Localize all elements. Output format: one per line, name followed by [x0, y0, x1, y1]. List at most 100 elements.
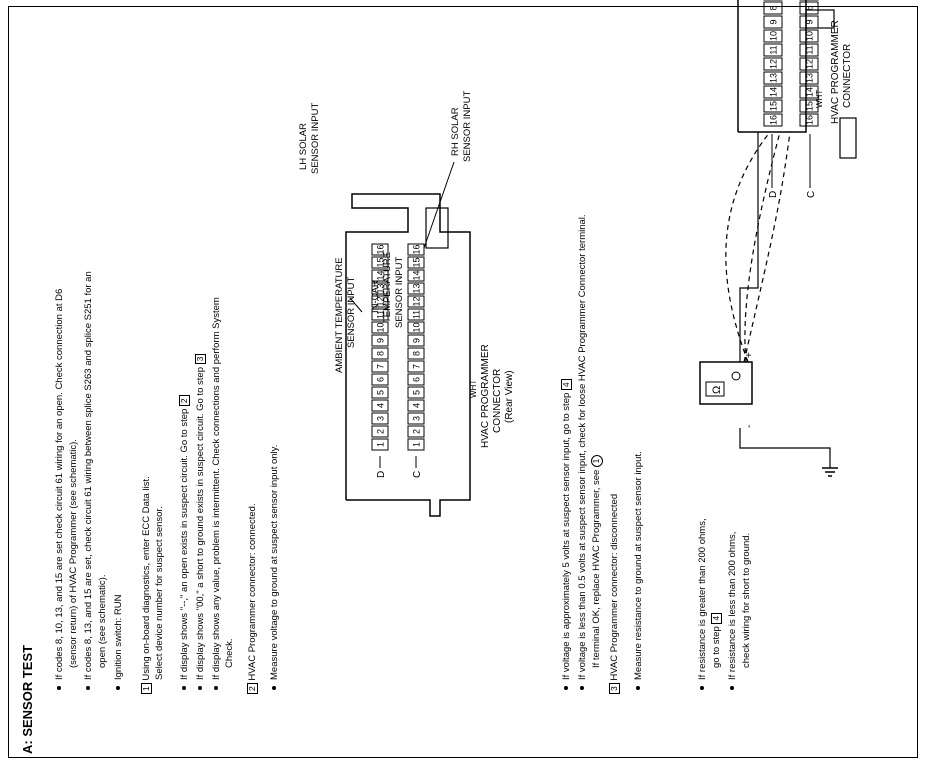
bullet-dot: [730, 686, 734, 690]
pin-number: 10: [376, 322, 386, 332]
pin-number: 13: [805, 73, 815, 83]
pin-number: 16: [805, 115, 815, 125]
connector-name: HVAC PROGRAMMER: [830, 20, 841, 124]
pin-number: 8: [376, 351, 386, 356]
connector-pin: [371, 282, 389, 295]
pin-number: 14: [769, 87, 779, 97]
ground-lead: [739, 428, 831, 468]
connector-pin: [763, 71, 783, 85]
pin-number: 12: [412, 296, 422, 306]
dashed-lead: [744, 131, 781, 363]
connector-pin: [407, 373, 425, 386]
dashed-lead: [725, 131, 771, 363]
meter-display: [705, 381, 725, 397]
meter-minus: -: [744, 425, 755, 428]
connector-pin: [371, 308, 389, 321]
pin-number: 10: [412, 322, 422, 332]
connector-pin: [407, 256, 425, 269]
pin-number: 8: [769, 5, 779, 10]
connector-latch: [839, 117, 857, 159]
positive-lead: [739, 132, 759, 362]
bullet-dot: [116, 686, 120, 690]
connector-pin: [371, 347, 389, 360]
connector-name: CONNECTOR: [842, 44, 853, 108]
rh-solar-arrow: [423, 161, 455, 249]
connector-pin: [371, 295, 389, 308]
pin-number: 12: [805, 59, 815, 69]
pin-number: 11: [376, 310, 386, 319]
connector-pin: [371, 412, 389, 425]
pin-number: 4: [376, 403, 386, 408]
connector-pin: [371, 321, 389, 334]
connector-pin: [407, 399, 425, 412]
connector-pin: [799, 99, 819, 113]
connector-pin: [407, 243, 425, 256]
connector-pin: [371, 256, 389, 269]
pin-number: 9: [805, 19, 815, 24]
pin-number: 14: [805, 87, 815, 97]
pin-number: 2: [376, 429, 386, 434]
connector-pin: [371, 360, 389, 373]
connector-pin: [407, 334, 425, 347]
bullet-dot: [580, 686, 584, 690]
connector-pin: [799, 1, 819, 15]
bullet-dot: [86, 686, 90, 690]
connector-pin: [371, 386, 389, 399]
pin-number: 2: [412, 429, 422, 434]
connector-pin: [407, 438, 425, 451]
connector-pin: [407, 386, 425, 399]
pin-number: 14: [376, 270, 386, 280]
connector-pin: [763, 15, 783, 29]
wht-label: WHT: [815, 90, 824, 108]
connector-pin: [763, 29, 783, 43]
connector-pin: [407, 308, 425, 321]
pin-number: 11: [412, 310, 422, 319]
row-d-label: D: [376, 471, 387, 478]
in-car-arrow: [349, 297, 363, 313]
connector-pin: [371, 243, 389, 256]
connector-pin: [407, 321, 425, 334]
bullet-dot: [182, 686, 186, 690]
in-car-label: IN-CAR: [370, 280, 381, 313]
pin-number: 10: [769, 31, 779, 41]
connector-pin: [799, 85, 819, 99]
pin-number: 3: [412, 416, 422, 421]
connector-outline: [737, 0, 807, 133]
pin-number: 13: [376, 283, 386, 293]
connector-pin: [407, 282, 425, 295]
connector-pin: [799, 71, 819, 85]
connector-pin: [407, 295, 425, 308]
row-c-label: C: [806, 191, 817, 198]
bullet-dot: [272, 686, 276, 690]
connector-pin: [763, 57, 783, 71]
wht-label: WHT: [469, 380, 478, 398]
pin-number: 16: [769, 115, 779, 125]
pin-number: 15: [769, 101, 779, 111]
pin-number: 6: [412, 377, 422, 382]
connector-pin: [799, 43, 819, 57]
pin-number: 8: [412, 351, 422, 356]
connector-pin: [371, 438, 389, 451]
pin-number: 3: [376, 416, 386, 421]
connector-latch: [805, 9, 835, 29]
connector-pin: [799, 57, 819, 71]
bullet-dot: [57, 686, 61, 690]
connector-pin: [763, 1, 783, 15]
connector-pin: [371, 373, 389, 386]
row-c-label: C: [412, 471, 423, 478]
connector-pin: [371, 425, 389, 438]
connector-name: HVAC PROGRAMMER: [480, 344, 491, 448]
pin-row-d: 16151413121110987654321: [763, 0, 783, 127]
rh-solar-label: SENSOR INPUT: [462, 91, 473, 162]
ambient-label: AMBIENT TEMPERATURE: [334, 257, 345, 373]
connector-pin: [763, 113, 783, 127]
pin-number: 7: [412, 364, 422, 369]
pin-number: 12: [376, 296, 386, 306]
connector-pin: [799, 29, 819, 43]
ambient-label: SENSOR INPUT: [346, 277, 357, 348]
